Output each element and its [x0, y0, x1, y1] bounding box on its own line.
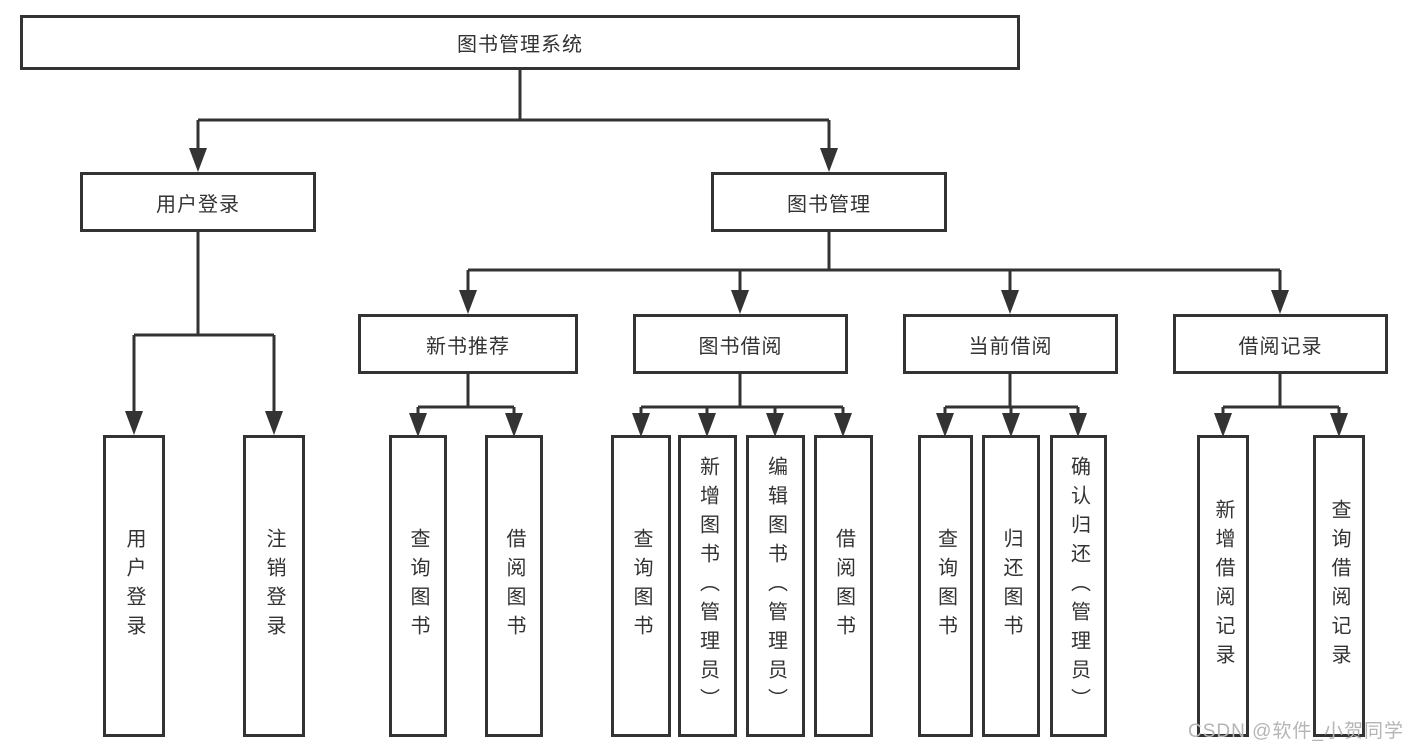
leaf-query-borrow-record-label: 查询借阅记录: [1328, 499, 1350, 673]
leaf-edit-books-admin: 编辑图书（管理员）: [746, 435, 805, 737]
leaf-logout: 注销登录: [243, 435, 305, 737]
leaf-query-borrow-record: 查询借阅记录: [1313, 435, 1365, 737]
leaf-borrow-books-2-label: 借阅图书: [832, 528, 855, 644]
leaf-confirm-return-admin: 确认归还（管理员）: [1050, 435, 1107, 737]
node-book-borrow: 图书借阅: [633, 314, 848, 374]
node-borrow-record: 借阅记录: [1173, 314, 1388, 374]
leaf-add-borrow-record: 新增借阅记录: [1197, 435, 1249, 737]
leaf-query-books-2: 查询图书: [611, 435, 671, 737]
node-user-login: 用户登录: [80, 172, 316, 232]
leaf-add-books-admin-label: 新增图书（管理员）: [696, 455, 719, 717]
leaf-query-books-1-label: 查询图书: [407, 528, 429, 644]
node-book-management-label: 图书管理: [787, 193, 871, 216]
node-user-login-label: 用户登录: [156, 193, 240, 216]
leaf-edit-books-admin-label: 编辑图书（管理员）: [764, 455, 787, 717]
leaf-query-books-2-label: 查询图书: [630, 528, 652, 644]
leaf-return-books: 归还图书: [982, 435, 1040, 737]
leaf-add-books-admin: 新增图书（管理员）: [678, 435, 737, 737]
leaf-add-borrow-record-label: 新增借阅记录: [1212, 499, 1234, 673]
node-current-borrow-label: 当前借阅: [968, 335, 1053, 358]
leaf-borrow-books-2: 借阅图书: [814, 435, 873, 737]
leaf-query-books-3-label: 查询图书: [934, 528, 957, 644]
node-borrow-record-label: 借阅记录: [1238, 335, 1323, 358]
node-new-book-recommend-label: 新书推荐: [426, 335, 510, 358]
leaf-logout-label: 注销登录: [263, 528, 285, 644]
node-new-book-recommend: 新书推荐: [358, 314, 578, 374]
leaf-user-login-label: 用户登录: [123, 528, 145, 644]
node-book-borrow-label: 图书借阅: [698, 335, 783, 358]
leaf-user-login: 用户登录: [103, 435, 165, 737]
leaf-return-books-label: 归还图书: [1000, 528, 1022, 644]
leaf-borrow-books-1-label: 借阅图书: [503, 528, 525, 644]
leaf-confirm-return-admin-label: 确认归还（管理员）: [1067, 455, 1090, 717]
leaf-borrow-books-1: 借阅图书: [485, 435, 543, 737]
leaf-query-books-1: 查询图书: [389, 435, 447, 737]
node-root-label: 图书管理系统: [457, 34, 583, 56]
node-current-borrow: 当前借阅: [903, 314, 1118, 374]
node-root: 图书管理系统: [20, 15, 1020, 70]
csdn-watermark: CSDN @软件_小贺同学: [1188, 721, 1404, 742]
node-book-management: 图书管理: [711, 172, 947, 232]
leaf-query-books-3: 查询图书: [918, 435, 973, 737]
